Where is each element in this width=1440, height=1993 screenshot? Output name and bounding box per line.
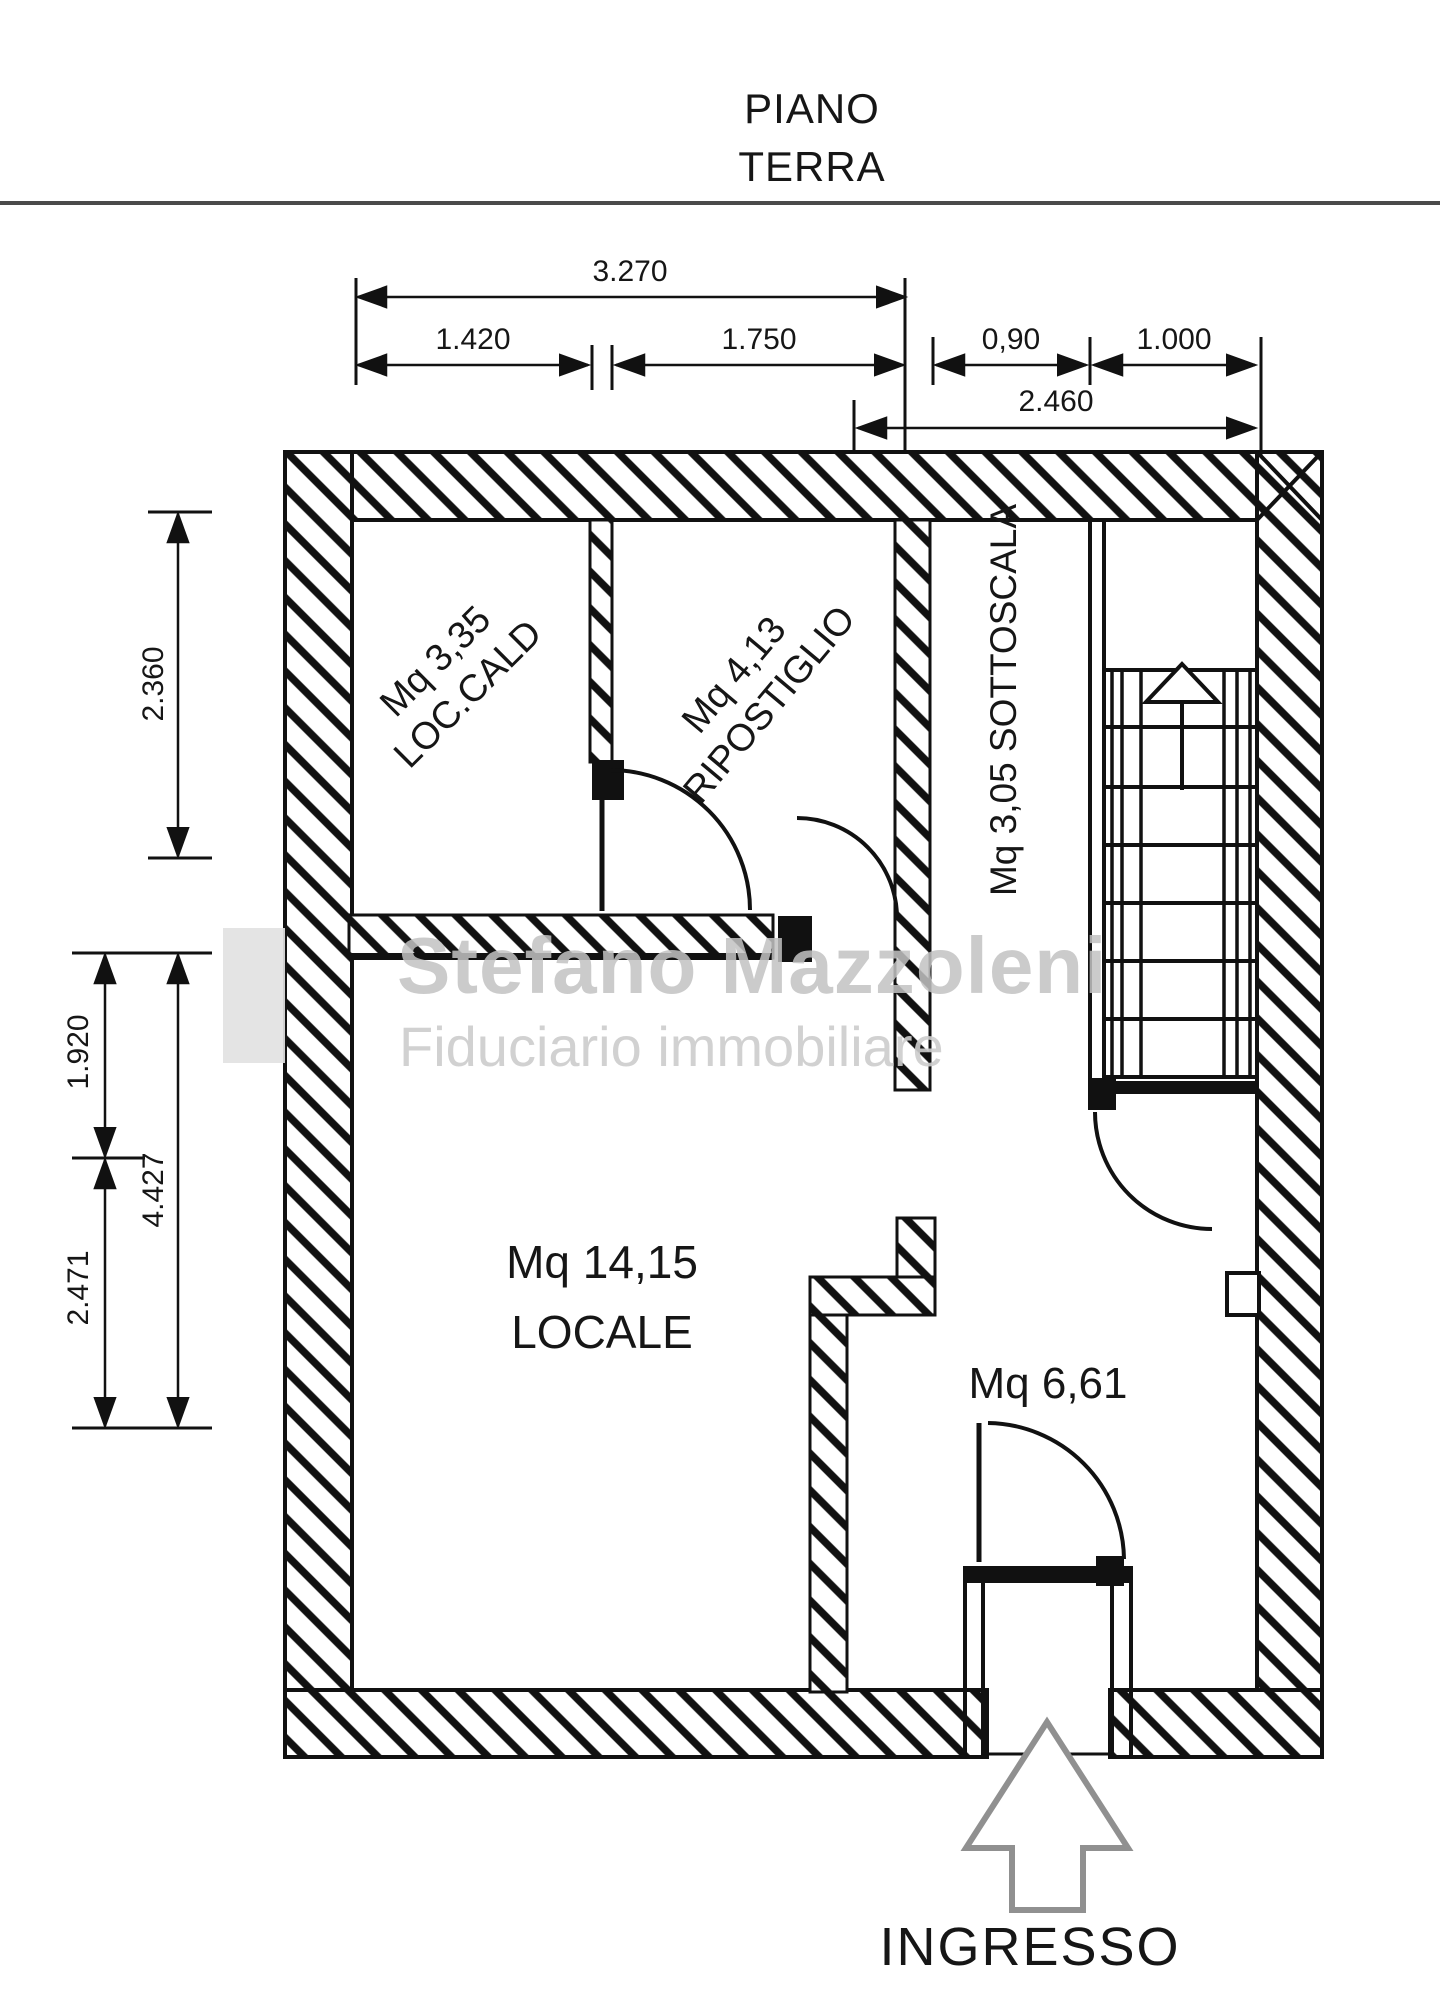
dimension-lines	[93, 285, 1259, 1430]
wall-bottom-right	[1108, 1688, 1324, 1759]
dim-top-1750: 1.750	[721, 323, 797, 356]
interior-wall-edge	[349, 953, 773, 960]
locale-area: Mq 14,15	[506, 1236, 698, 1288]
dim-top-1420: 1.420	[435, 323, 511, 356]
dim-left-4427: 4.427	[137, 1152, 170, 1228]
entrance-label: INGRESSO	[879, 1917, 1181, 1977]
corner-brace	[1255, 450, 1324, 522]
wall-left	[283, 450, 354, 1759]
dimension-ticks	[72, 278, 1263, 1430]
wall-right	[1255, 450, 1324, 1759]
header-divider	[0, 201, 1440, 205]
dim-left-1920: 1.920	[62, 1014, 95, 1090]
wall-step-stub	[895, 1216, 937, 1282]
dim-top-1000: 1.000	[1136, 323, 1212, 356]
title-line1: PIANO	[744, 85, 880, 132]
solid-elements	[349, 760, 1257, 1586]
dim-left-2360: 2.360	[137, 646, 170, 722]
door-arc-locale	[796, 816, 899, 919]
door-arc-loccald	[609, 768, 752, 911]
stair-rails	[1110, 670, 1252, 1077]
threshold-entrance	[963, 1566, 1133, 1583]
wall-top	[283, 450, 1324, 522]
room-label-locale: Mq 14,15 LOCALE	[506, 1227, 698, 1367]
entrance-arrow-icon	[960, 1716, 1134, 1913]
room-label-sottoscala: Mq 3,05 SOTTOSCALA	[983, 503, 1024, 897]
wall-bottom-left	[283, 1688, 989, 1759]
wall-partition-loccald	[588, 518, 614, 764]
room-label-vestibolo: Mq 6,61	[968, 1359, 1128, 1408]
wall-interior-horizontal	[347, 913, 775, 960]
dim-top-3270: 3.270	[592, 255, 668, 288]
page-title: PIANO TERRA	[738, 80, 885, 196]
dim-top-090: 0,90	[981, 323, 1041, 356]
wall-step-lower	[808, 1313, 849, 1694]
threshold-sottoscala	[1110, 1081, 1257, 1094]
wall-corridor	[893, 518, 932, 1092]
door-arc-entrance	[987, 1421, 1126, 1560]
door-post-locale	[778, 916, 812, 962]
door-hinge-entrance	[1096, 1556, 1124, 1586]
door-jamb-box	[1225, 1271, 1261, 1317]
staircase	[1105, 661, 1257, 1079]
wall-step-bridge	[808, 1275, 937, 1317]
title-line2: TERRA	[738, 143, 886, 190]
door-arc-sottoscala	[1093, 1111, 1213, 1231]
locale-name: LOCALE	[511, 1306, 693, 1358]
door-hinge-loccald	[592, 760, 624, 800]
walls	[283, 450, 1324, 1759]
door-arcs	[609, 768, 1213, 1560]
dim-left-2471: 2.471	[62, 1250, 95, 1326]
dim-top-2460: 2.460	[1018, 385, 1094, 418]
